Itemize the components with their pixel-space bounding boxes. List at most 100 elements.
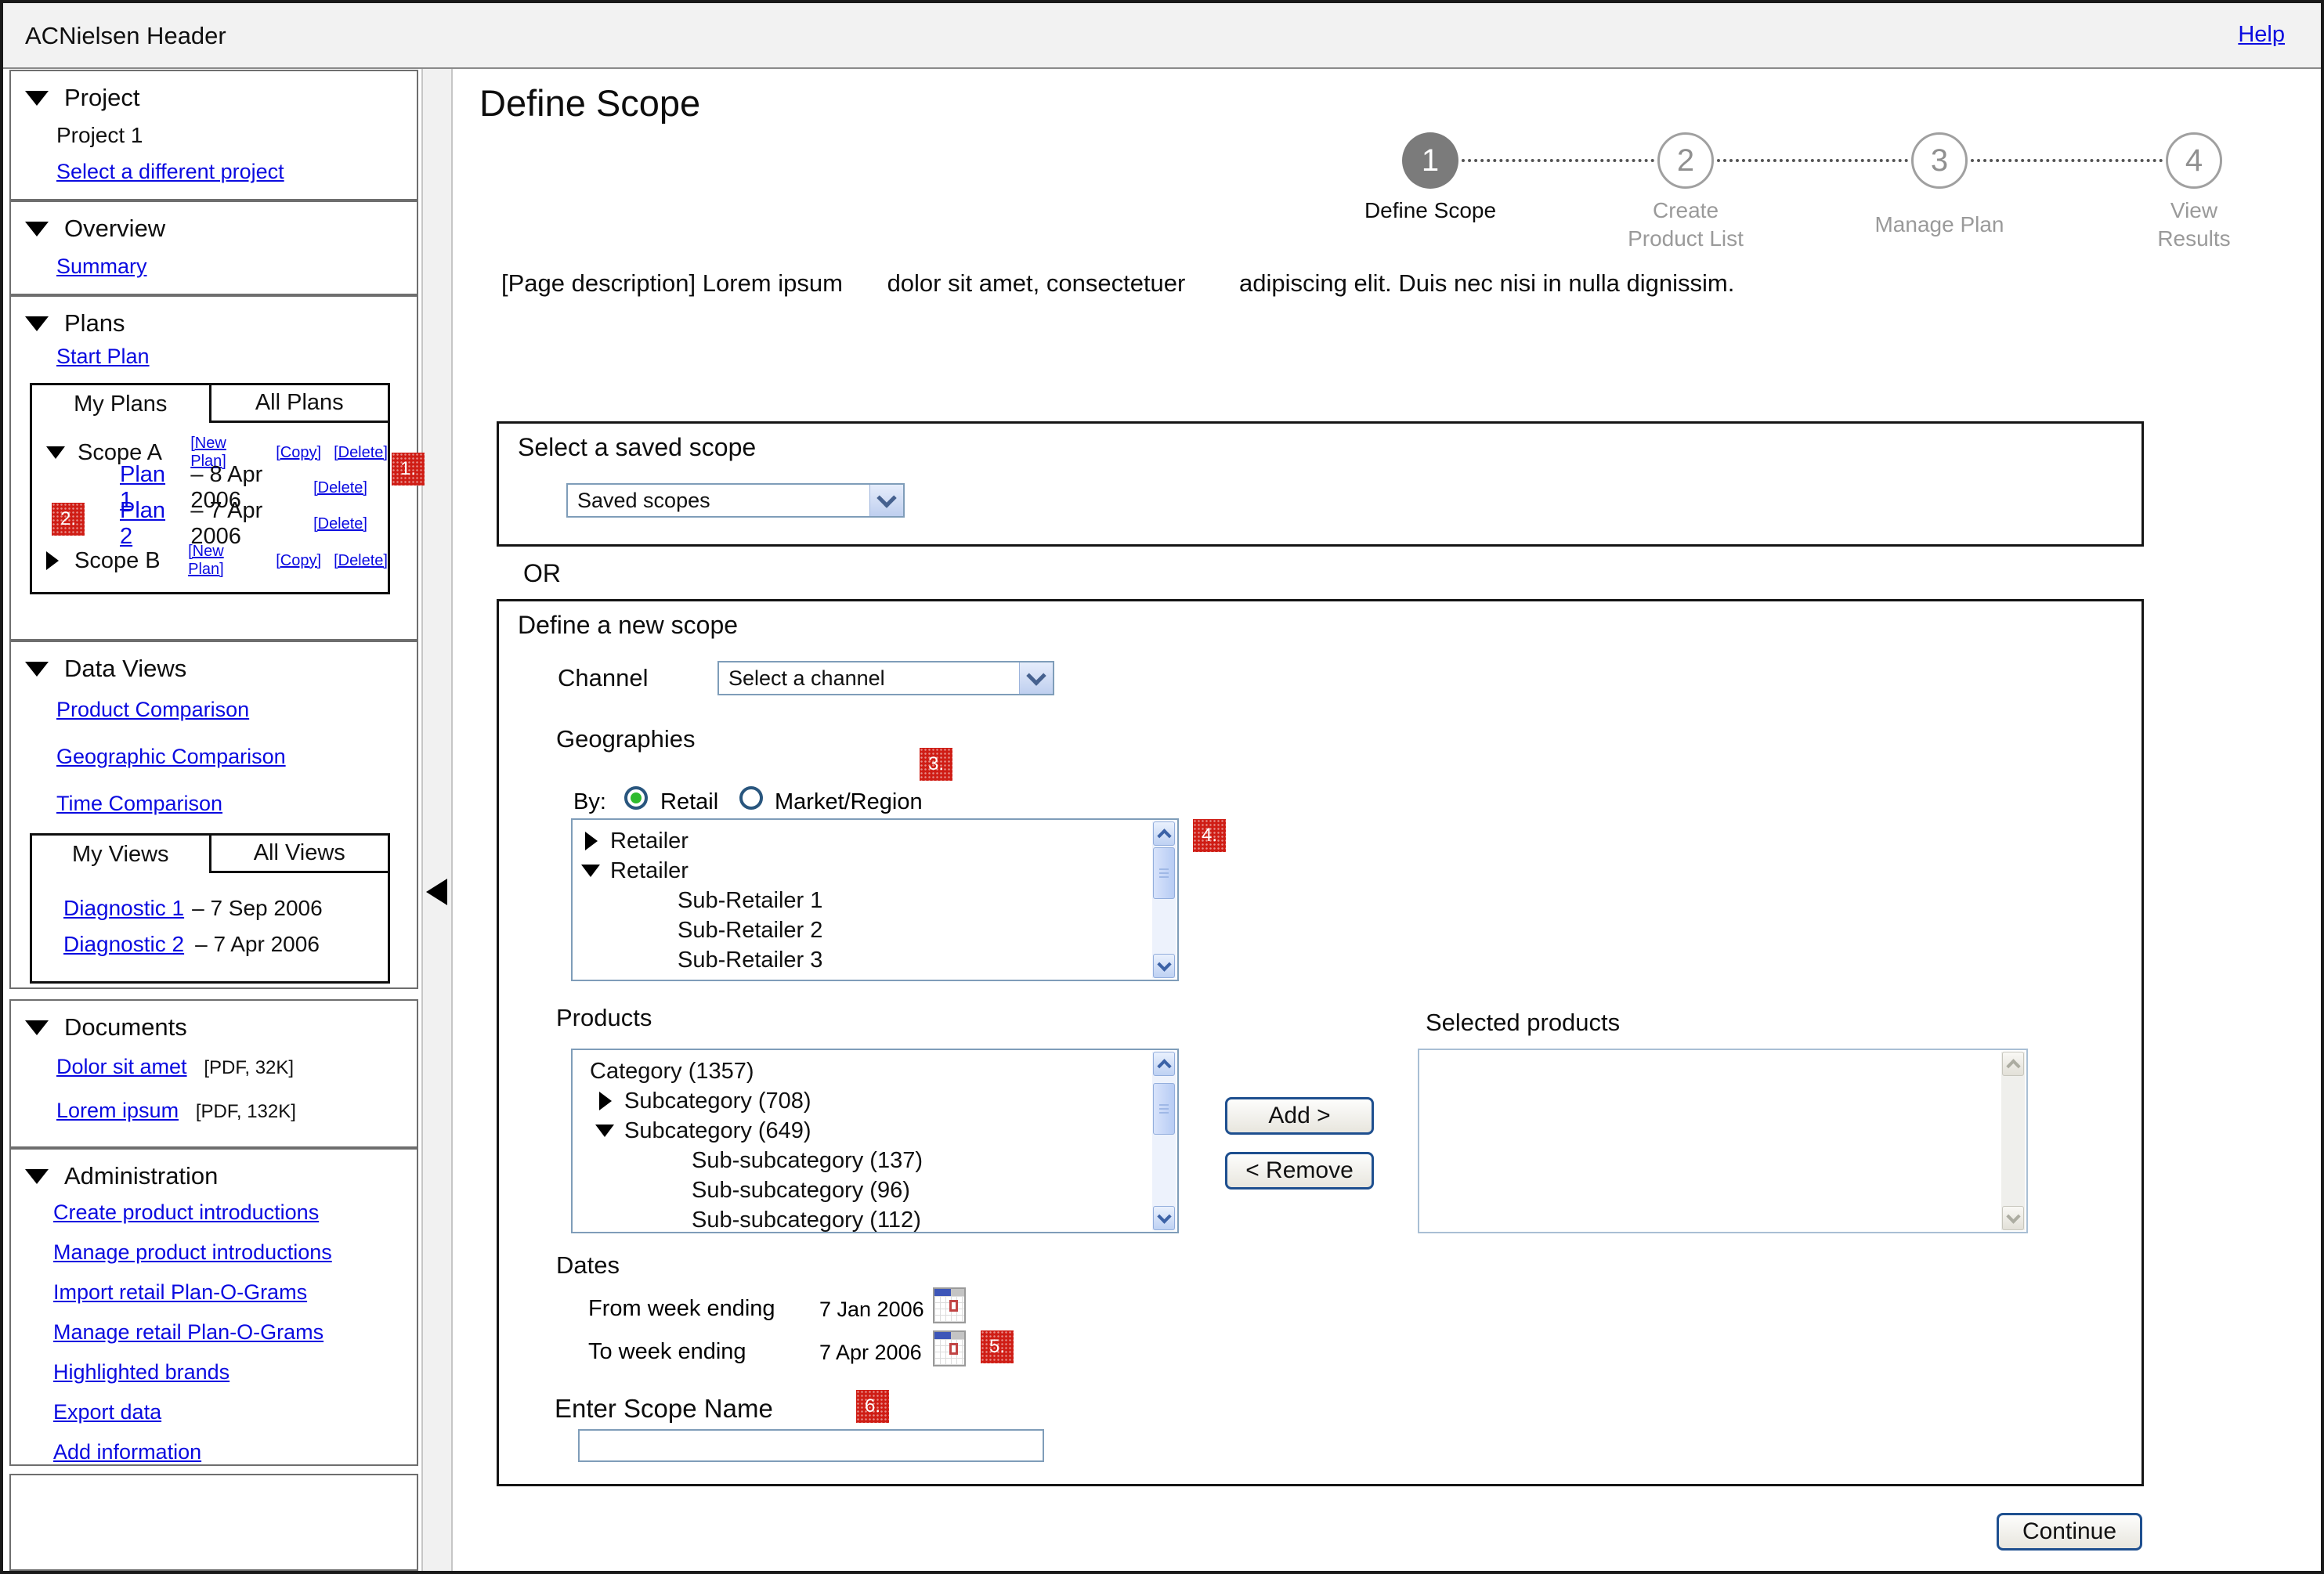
tab-all-views[interactable]: All Views (211, 836, 388, 873)
wizard-step-3-circle: 3 (1911, 132, 1968, 189)
continue-button[interactable]: Continue (1997, 1513, 2142, 1551)
add-button[interactable]: Add > (1225, 1097, 1374, 1135)
expand-arrow-icon[interactable] (599, 1092, 612, 1110)
scrollbar[interactable] (1152, 1052, 1176, 1230)
saved-scopes-dropdown[interactable]: Saved scopes (566, 483, 905, 518)
tree-item[interactable]: Category (1357) (590, 1058, 754, 1084)
tab-my-plans[interactable]: My Plans (32, 385, 211, 423)
calendar-header-blue-icon (934, 1332, 951, 1339)
tree-item[interactable]: Sub-subcategory (137) (692, 1147, 923, 1173)
page-description: [Page description] Lorem ipsum dolor sit… (501, 269, 1734, 298)
scroll-down-button[interactable] (1153, 1206, 1175, 1230)
calendar-icon[interactable] (933, 1287, 966, 1323)
tab-all-plans[interactable]: All Plans (211, 385, 388, 423)
sidebar-collapse-icon[interactable] (426, 879, 447, 905)
scope-a-copy-link[interactable]: [Copy] (276, 443, 322, 461)
tree-item[interactable]: Sub-subcategory (112) (692, 1207, 921, 1233)
radio-retail-label[interactable]: Retail (660, 789, 719, 814)
scope-a-delete-link[interactable]: [Delete] (334, 443, 388, 461)
administration-section-header[interactable]: Administration (11, 1150, 417, 1190)
plan-1-link[interactable]: Plan 1 (120, 462, 166, 513)
radio-retail[interactable] (624, 786, 648, 810)
documents-header-label: Documents (64, 1013, 187, 1041)
diagnostic-1-link[interactable]: Diagnostic 1 (63, 896, 185, 920)
tree-item[interactable]: Subcategory (708) (585, 1086, 1149, 1116)
remove-button[interactable]: < Remove (1225, 1152, 1374, 1190)
documents-section-header[interactable]: Documents (11, 1001, 417, 1042)
plans-tabbox: My Plans All Plans Scope A [New Plan] [C… (30, 383, 390, 594)
dates-title: Dates (556, 1251, 620, 1279)
plan-1-date: – 8 Apr 2006 (190, 462, 263, 513)
document-1-link[interactable]: Dolor sit amet (56, 1055, 187, 1078)
scroll-down-button[interactable] (2002, 1206, 2024, 1230)
diagnostic-2-link[interactable]: Diagnostic 2 (63, 932, 185, 956)
expand-arrow-icon[interactable] (585, 832, 598, 850)
wizard-connector (1717, 159, 1908, 162)
expand-arrow-icon[interactable] (46, 551, 59, 570)
sidebar-divider[interactable] (421, 69, 453, 1571)
plan-1-delete-link[interactable]: [Delete] (313, 478, 367, 496)
help-link[interactable]: Help (2238, 22, 2285, 47)
channel-dropdown[interactable]: Select a channel (717, 661, 1054, 695)
scroll-up-button[interactable] (2002, 1052, 2024, 1076)
scroll-up-button[interactable] (1153, 1052, 1175, 1076)
import-retail-plan-o-grams-link[interactable]: Import retail Plan-O-Grams (53, 1280, 308, 1304)
overview-header-label: Overview (64, 215, 166, 242)
scope-b-delete-link[interactable]: [Delete] (334, 551, 388, 569)
summary-link[interactable]: Summary (56, 255, 147, 278)
overview-section-header[interactable]: Overview (11, 202, 417, 243)
tree-item[interactable]: Sub-Retailer 3 (678, 947, 823, 973)
scrollbar-thumb[interactable] (1153, 1083, 1175, 1135)
data-views-section-header[interactable]: Data Views (11, 642, 417, 683)
dropdown-arrow-button[interactable] (1019, 662, 1053, 694)
create-product-introductions-link[interactable]: Create product introductions (53, 1200, 320, 1224)
radio-market-region[interactable] (739, 786, 763, 810)
collapse-arrow-icon[interactable] (46, 446, 65, 459)
start-plan-link[interactable]: Start Plan (56, 345, 150, 368)
administration-header-label: Administration (64, 1162, 219, 1190)
plan-2-link[interactable]: Plan 2 (120, 498, 166, 549)
collapse-arrow-icon[interactable] (581, 865, 600, 877)
scrollbar-thumb[interactable] (1153, 847, 1175, 899)
tree-item[interactable]: Sub-subcategory (96) (692, 1177, 910, 1203)
geographies-listbox[interactable]: Retailer Retailer Sub-Retailer 1 Sub-Ret… (571, 818, 1179, 981)
highlighted-brands-link[interactable]: Highlighted brands (53, 1360, 230, 1384)
document-2-link[interactable]: Lorem ipsum (56, 1099, 179, 1122)
tree-item[interactable]: Sub-Retailer 2 (678, 917, 823, 943)
wizard-step-2-circle: 2 (1657, 132, 1714, 189)
export-data-link[interactable]: Export data (53, 1400, 162, 1424)
tree-item[interactable]: Retailer (585, 826, 1149, 856)
time-comparison-link[interactable]: Time Comparison (56, 792, 223, 815)
scrollbar[interactable] (1152, 821, 1176, 978)
products-listbox[interactable]: Category (1357) Subcategory (708) Subcat… (571, 1049, 1179, 1233)
diagnostic-1-row: Diagnostic 1 – 7 Sep 2006 (32, 890, 388, 926)
scope-name-input[interactable] (578, 1429, 1044, 1462)
dropdown-arrow-button[interactable] (869, 485, 903, 516)
collapse-arrow-icon[interactable] (595, 1125, 614, 1137)
manage-product-introductions-link[interactable]: Manage product introductions (53, 1240, 332, 1264)
scroll-up-button[interactable] (1153, 821, 1175, 846)
add-information-link[interactable]: Add information (53, 1440, 202, 1464)
calendar-icon[interactable] (933, 1330, 966, 1366)
scope-b-row: Scope B [New Plan] [Copy] [Delete] (32, 542, 388, 579)
tab-my-views[interactable]: My Views (32, 836, 211, 873)
project-section-header[interactable]: Project (11, 71, 417, 112)
radio-market-region-label[interactable]: Market/Region (775, 789, 923, 814)
scope-b-copy-link[interactable]: [Copy] (276, 551, 322, 569)
scope-b-new-plan-link[interactable]: [New Plan] (188, 543, 224, 578)
scroll-down-button[interactable] (1153, 954, 1175, 978)
manage-retail-plan-o-grams-link[interactable]: Manage retail Plan-O-Grams (53, 1320, 324, 1344)
scrollbar-grip-icon (1159, 868, 1169, 878)
scope-a-new-plan-link[interactable]: [New Plan] (190, 435, 226, 470)
selected-products-listbox[interactable] (1418, 1049, 2028, 1233)
tree-item[interactable]: Sub-Retailer 1 (678, 887, 823, 913)
geographic-comparison-link[interactable]: Geographic Comparison (56, 745, 286, 768)
plans-section-header[interactable]: Plans (11, 297, 417, 338)
product-comparison-link[interactable]: Product Comparison (56, 698, 250, 721)
plan-2-delete-link[interactable]: [Delete] (313, 514, 367, 532)
scrollbar[interactable] (2001, 1052, 2025, 1230)
tree-item[interactable]: Retailer (581, 856, 1149, 886)
select-different-project-link[interactable]: Select a different project (56, 160, 284, 183)
tree-item[interactable]: Subcategory (649) (585, 1116, 1149, 1146)
